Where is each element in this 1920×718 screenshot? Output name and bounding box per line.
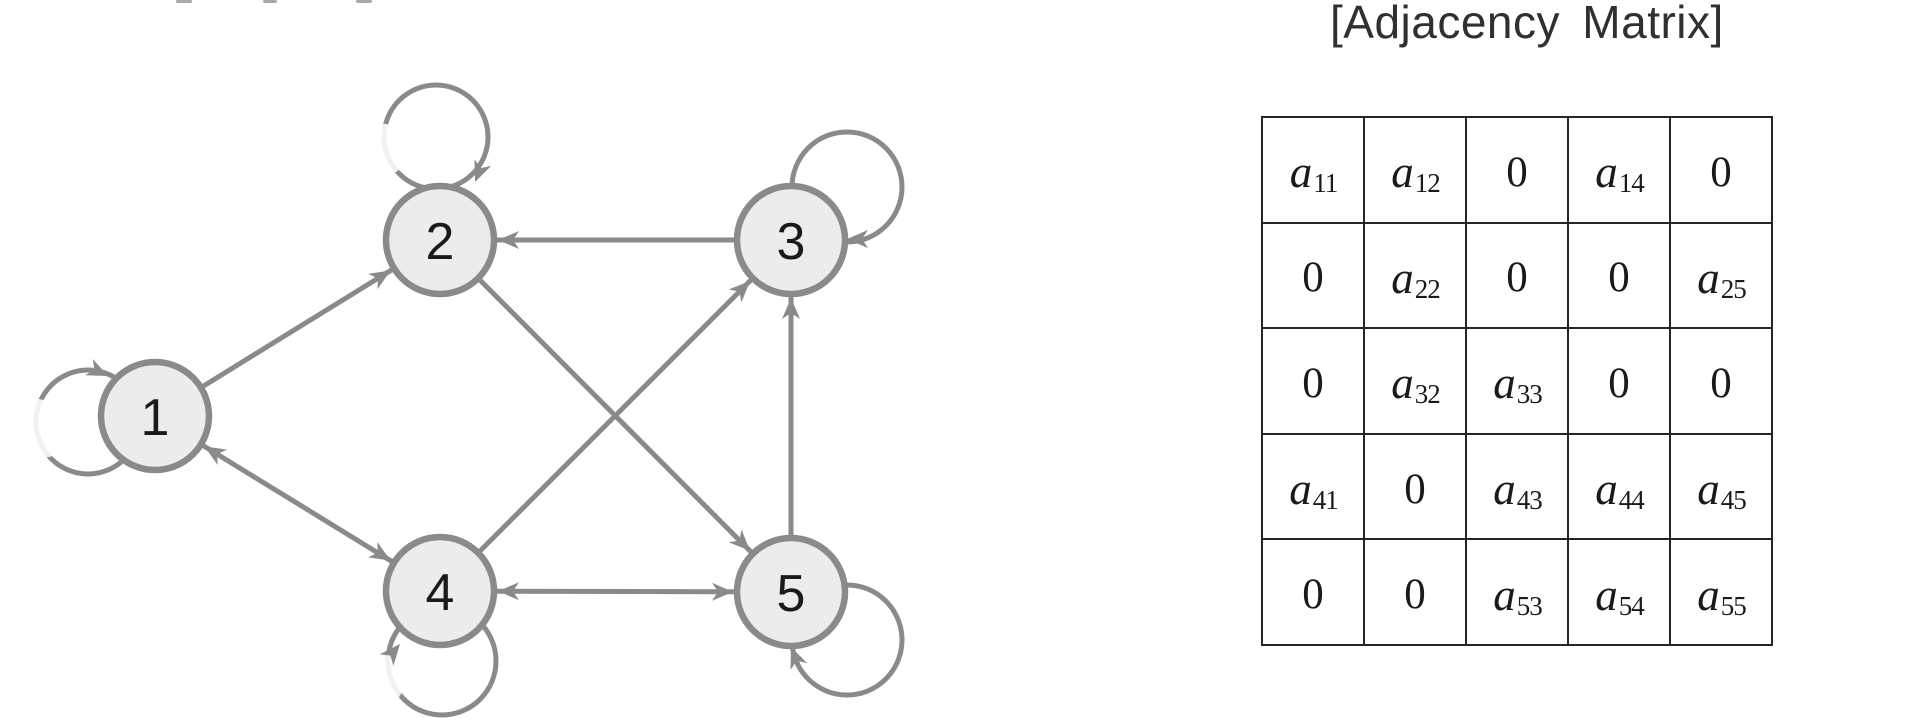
graph-node-1 (97, 358, 213, 474)
arrowhead-1-2 (368, 270, 391, 290)
cropped-text-fragment (176, 0, 192, 3)
arrowhead-4-5 (711, 582, 734, 601)
self-loop-fade-2 (363, 123, 411, 175)
self-loop-fade-1 (20, 398, 64, 458)
matrix-cell-r2c3: 0 (1467, 223, 1569, 330)
graph-node-3 (733, 182, 849, 298)
graph-node-2 (382, 182, 498, 298)
matrix-cell-r4c2: 0 (1365, 434, 1467, 541)
matrix-cell-r5c2: 0 (1365, 540, 1467, 646)
directed-graph-canvas: 1 2 3 4 5 (20, 82, 905, 718)
self-loop-2 (381, 82, 491, 192)
arrowhead-5-3 (782, 298, 800, 319)
loop-arrowhead-4 (379, 644, 400, 666)
matrix-cell-r2c1: 0 (1263, 223, 1365, 330)
graph-node-5 (733, 534, 849, 650)
self-loop-fade-4 (370, 647, 418, 701)
node-label-2: 2 (426, 213, 455, 271)
loop-arrowhead-1 (85, 358, 108, 376)
matrix-cell-r1c5: 0 (1671, 118, 1773, 224)
graph-node-4 (382, 533, 498, 649)
node-label-1: 1 (141, 389, 170, 447)
matrix-title: [Adjacency Matrix] (1330, 0, 1724, 48)
matrix-cell-r3c5: 0 (1671, 329, 1773, 435)
matrix-cell-r3c1: 0 (1263, 329, 1365, 435)
edge-2-5 (438, 238, 793, 594)
matrix-cell-r3c4: 0 (1569, 329, 1671, 435)
node-label-5: 5 (777, 565, 806, 623)
arrowhead-4-1 (204, 446, 228, 466)
matrix-cell-r5c1: 0 (1263, 540, 1365, 646)
node-label-4: 4 (426, 564, 455, 622)
arrowhead-5-4 (497, 582, 520, 601)
arrowhead-1-4 (367, 541, 391, 561)
loop-arrowhead-5 (790, 647, 808, 670)
matrix-cell-r1c3: 0 (1467, 118, 1569, 224)
arrowhead-3-2 (498, 231, 519, 249)
cropped-text-fragment (356, 0, 372, 3)
loop-arrowhead-3 (847, 230, 868, 248)
node-label-3: 3 (777, 213, 806, 271)
cropped-text-fragment (263, 0, 277, 3)
arrowhead-2-5 (728, 529, 751, 551)
matrix-cell-r2c4: 0 (1569, 223, 1671, 330)
loop-arrowhead-2 (474, 159, 492, 182)
